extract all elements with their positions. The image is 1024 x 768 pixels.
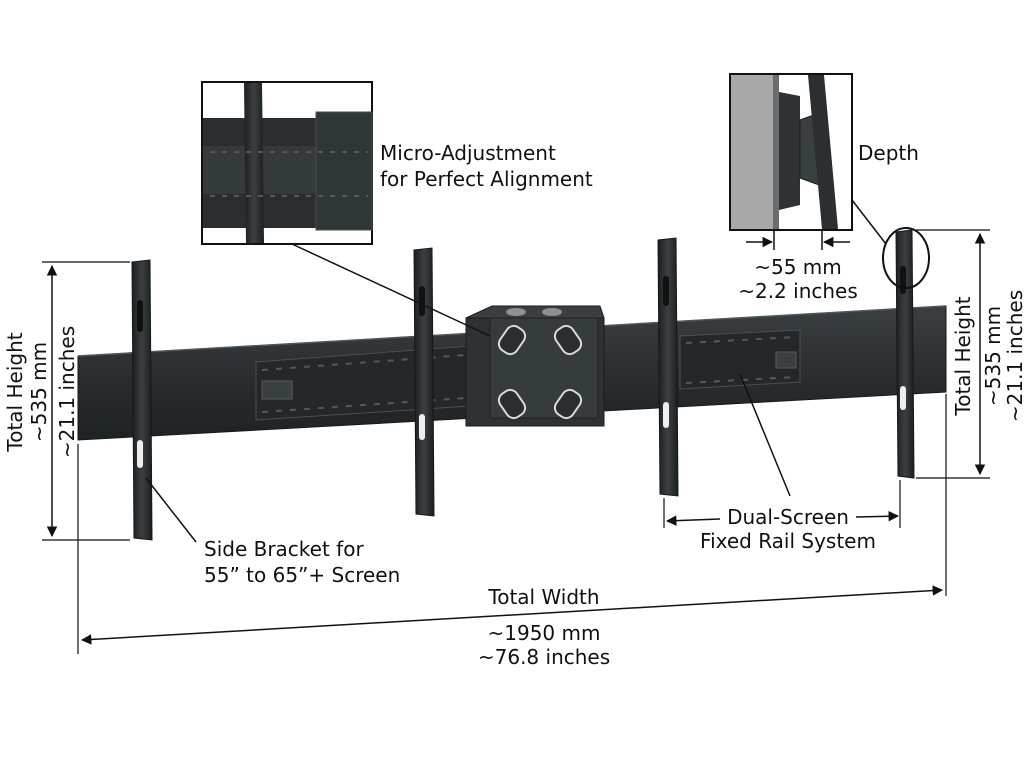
depth-callout-circle — [882, 227, 930, 289]
side-bracket-label-line2: 55” to 65”+ Screen — [204, 563, 400, 587]
depth-in-label: ~2.2 inches — [738, 279, 858, 303]
vertical-bracket-4 — [895, 229, 915, 479]
right-height-mm: ~535 mm — [981, 306, 1005, 406]
center-clamp — [465, 305, 605, 427]
total-width-mm: ~1950 mm — [488, 621, 601, 645]
vertical-bracket-3 — [657, 237, 679, 497]
depth-label: Depth — [858, 141, 919, 165]
right-height-labels: Total Height ~535 mm ~21.1 inches — [951, 290, 1024, 422]
depth-leader-line — [851, 199, 887, 245]
left-height-title: Total Height — [3, 332, 27, 452]
dual-screen-dimension — [663, 373, 901, 528]
left-height-in: ~21.1 inches — [55, 326, 79, 458]
depth-inset — [729, 73, 853, 231]
left-height-mm: ~535 mm — [27, 342, 51, 442]
dual-screen-label-line1: Dual-Screen — [727, 505, 849, 529]
depth-mm-label: ~55 mm — [754, 255, 842, 279]
micro-label-line1: Micro-Adjustment — [380, 141, 556, 165]
micro-leader-line — [291, 243, 491, 337]
right-height-title: Total Height — [951, 296, 975, 416]
right-height-dimension — [916, 229, 990, 479]
dual-screen-label-line2: Fixed Rail System — [700, 529, 876, 553]
micro-label-line2: for Perfect Alignment — [380, 167, 593, 191]
micro-adjustment-inset — [201, 81, 373, 245]
total-width-title: Total Width — [487, 585, 599, 609]
vertical-bracket-2 — [413, 247, 435, 517]
side-bracket-leader — [145, 477, 197, 543]
side-bracket-label-line1: Side Bracket for — [204, 537, 364, 561]
total-width-in: ~76.8 inches — [478, 645, 610, 669]
left-height-labels: Total Height ~535 mm ~21.1 inches — [3, 326, 79, 458]
total-width-dimension — [77, 394, 947, 654]
vertical-bracket-1 — [131, 259, 153, 541]
right-height-in: ~21.1 inches — [1003, 290, 1024, 422]
left-height-dimension — [42, 261, 130, 541]
depth-dimension — [746, 230, 850, 250]
